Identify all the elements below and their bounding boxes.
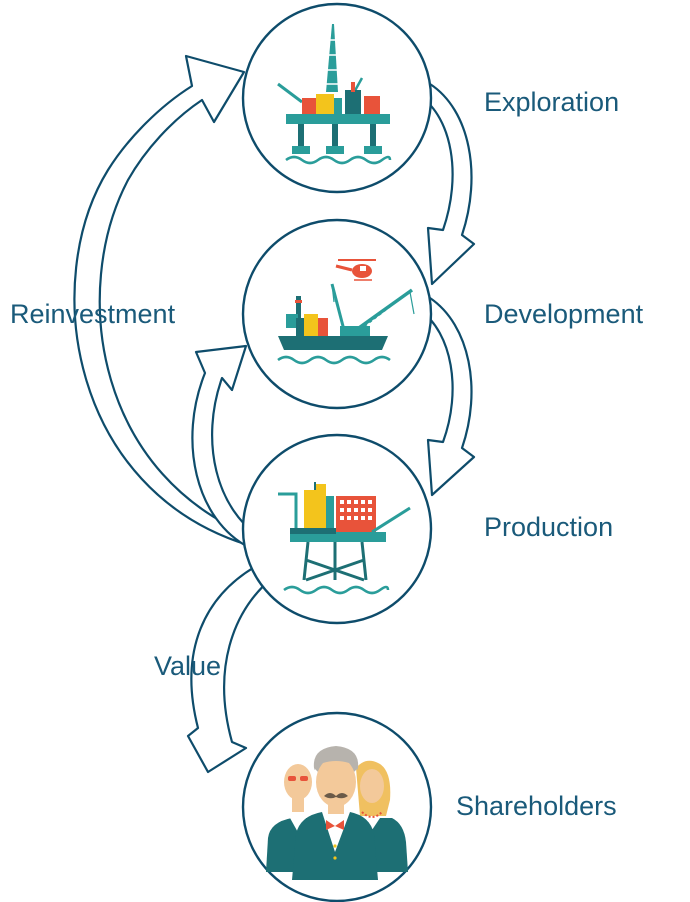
reinvestment-arrow xyxy=(73,54,264,547)
production-to-development-arrow xyxy=(191,344,266,550)
exploration-label: Exploration xyxy=(484,87,620,117)
helicopter-icon xyxy=(335,259,376,281)
development-label: Development xyxy=(484,299,644,329)
production-platform-icon xyxy=(278,482,411,595)
development-to-production-arrow xyxy=(418,296,476,497)
production-label: Production xyxy=(484,512,614,542)
reinvestment-label: Reinvestment xyxy=(10,299,176,329)
crane-barge-with-helicopter-icon xyxy=(277,259,415,365)
shareholders-group-icon xyxy=(266,746,408,880)
development-circle xyxy=(241,218,433,410)
value-arrow xyxy=(186,563,274,774)
value-label: Value xyxy=(154,651,222,681)
shareholders-label: Shareholders xyxy=(456,791,617,821)
shareholder-center-icon xyxy=(292,746,378,880)
drilling-rig-icon xyxy=(277,24,392,165)
exploration-to-development-arrow xyxy=(418,82,476,286)
